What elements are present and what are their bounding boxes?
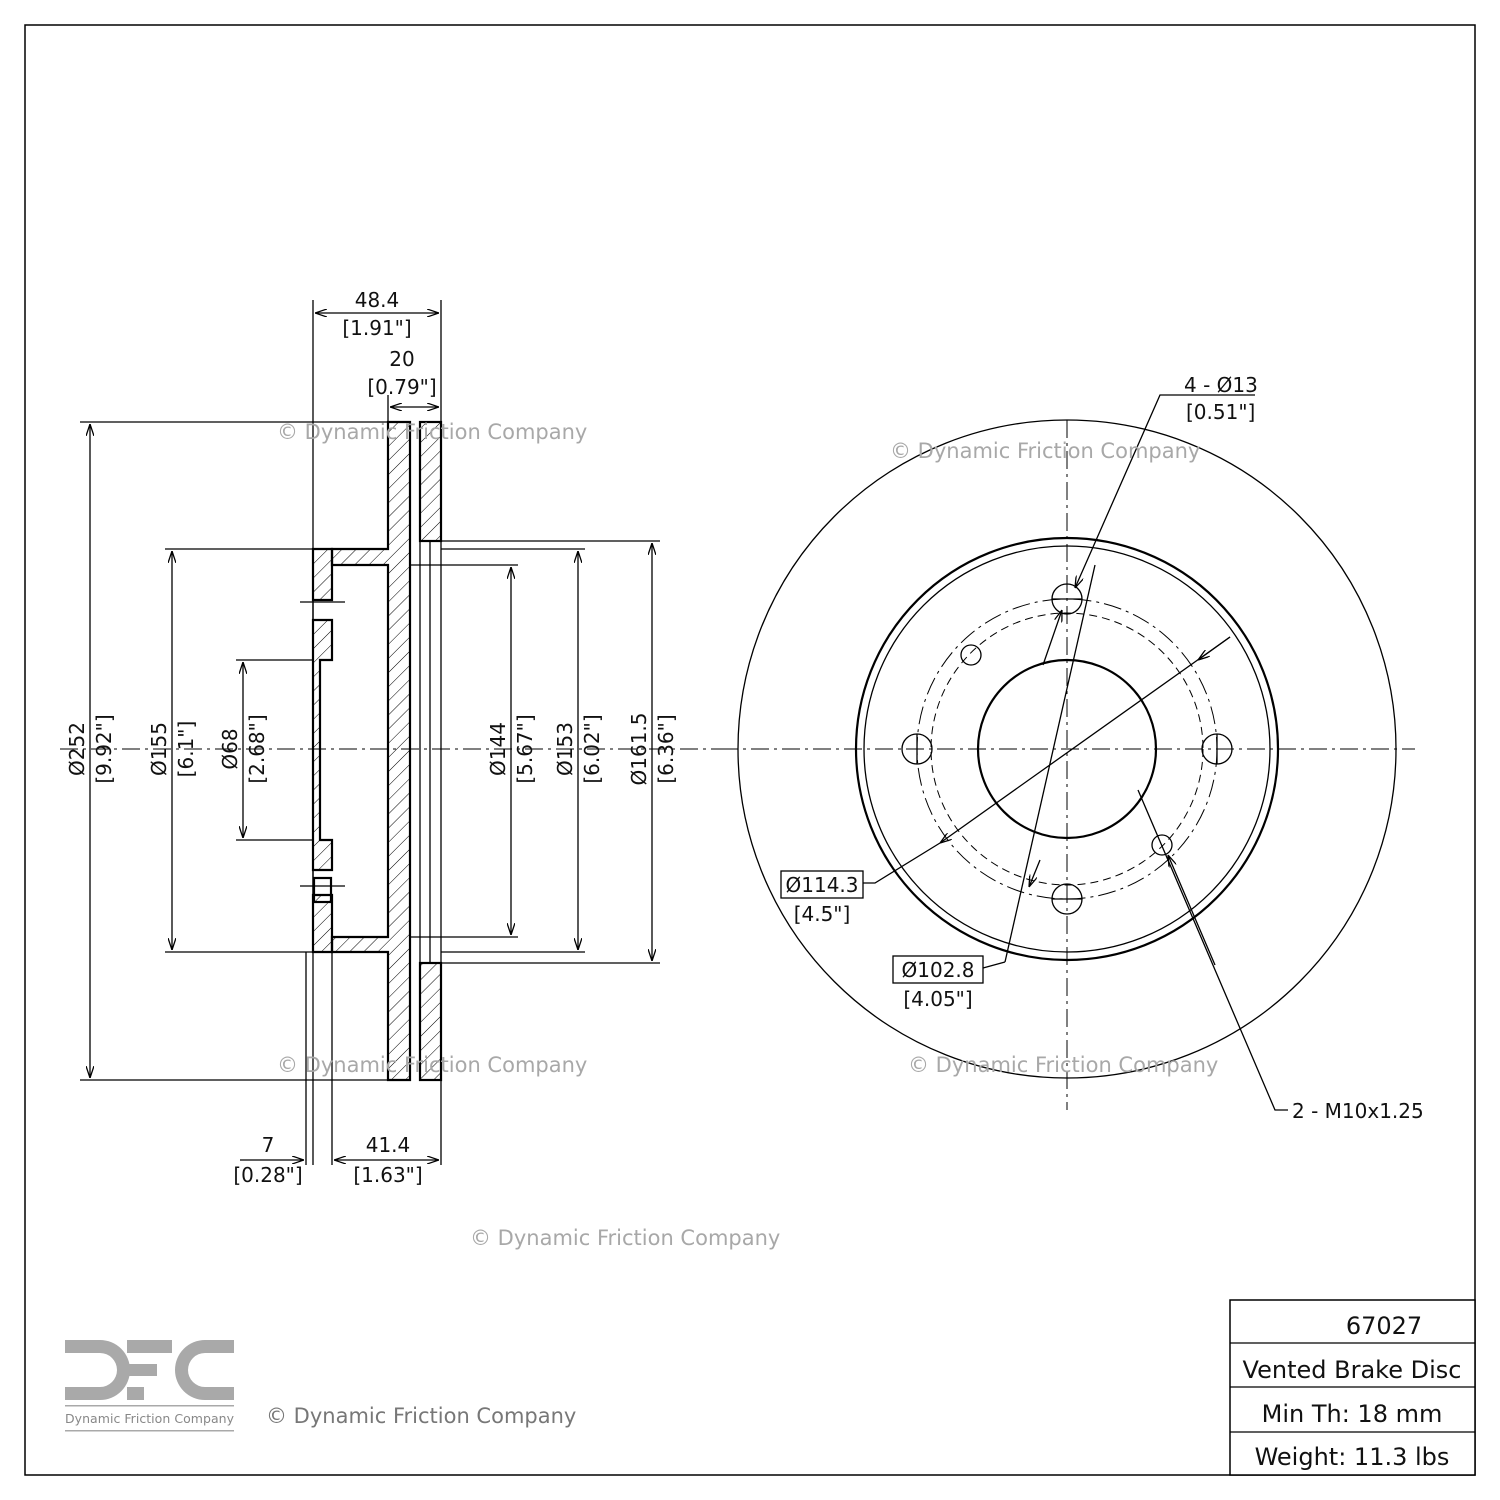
outer-diameter-in: [9.92"] <box>92 714 116 783</box>
bolt-holes-mm: 4 - Ø13 <box>1184 373 1258 397</box>
hat-thickness-in: [0.28"] <box>233 1163 302 1187</box>
bolt-holes-in: [0.51"] <box>1186 400 1255 424</box>
hat-diameter-in: [6.1"] <box>174 721 198 778</box>
watermarks: © Dynamic Friction Company © Dynamic Fri… <box>277 420 1218 1250</box>
bolt-circle-mm: Ø114.3 <box>786 873 859 897</box>
threaded-hole <box>960 644 982 666</box>
disc-thickness-in: [0.79"] <box>367 375 436 399</box>
overall-width-in: [1.91"] <box>342 316 411 340</box>
threaded-holes-label: 2 - M10x1.25 <box>1292 1099 1424 1123</box>
inner-diameter-2-in: [6.02"] <box>580 714 604 783</box>
inner-diameter-3-in: [6.36"] <box>654 714 678 783</box>
offset-in: [1.63"] <box>353 1163 422 1187</box>
threaded-hole <box>1151 834 1173 856</box>
bolt-circle-in: [4.5"] <box>794 902 851 926</box>
hat-thickness-mm: 7 <box>262 1133 275 1157</box>
dfc-logo: Dynamic Friction Company <box>65 1340 235 1432</box>
footer-copyright: © Dynamic Friction Company <box>266 1404 576 1428</box>
watermark: © Dynamic Friction Company <box>890 439 1200 463</box>
disc-thickness-mm: 20 <box>389 347 414 371</box>
part-description: Vented Brake Disc <box>1243 1356 1462 1384</box>
center-bore-in: [2.68"] <box>245 714 269 783</box>
hat-diameter-mm: Ø155 <box>147 722 171 776</box>
inner-diameter-1-mm: Ø144 <box>486 722 510 776</box>
small-circle-mm: Ø102.8 <box>902 958 975 982</box>
min-thickness: Min Th: 18 mm <box>1262 1400 1443 1428</box>
watermark: © Dynamic Friction Company <box>277 420 587 444</box>
inner-diameter-2-mm: Ø153 <box>553 722 577 776</box>
watermark: © Dynamic Friction Company <box>470 1226 780 1250</box>
inner-diameter-1-in: [5.67"] <box>513 714 537 783</box>
title-block: 67027 Vented Brake Disc Min Th: 18 mm We… <box>1229 1299 1476 1476</box>
weight: Weight: 11.3 lbs <box>1255 1443 1450 1471</box>
watermark: © Dynamic Friction Company <box>908 1053 1218 1077</box>
section-view: 48.4 [1.91"] 20 [0.79"] 7 [0.28"] 41.4 [… <box>60 288 720 1187</box>
logo-company-text: Dynamic Friction Company <box>65 1411 235 1426</box>
drawing-border <box>24 24 1476 1476</box>
center-bore-mm: Ø68 <box>218 728 242 769</box>
outer-diameter-mm: Ø252 <box>65 722 89 776</box>
bolt-holes <box>901 583 1233 915</box>
offset-mm: 41.4 <box>366 1133 411 1157</box>
part-number: 67027 <box>1346 1312 1422 1340</box>
overall-width-mm: 48.4 <box>355 288 400 312</box>
front-view: 4 - Ø13 [0.51"] Ø114.3 [4.5"] Ø102.8 [4.… <box>720 373 1424 1123</box>
watermark: © Dynamic Friction Company <box>277 1053 587 1077</box>
inner-diameter-3-mm: Ø161.5 <box>627 713 651 786</box>
small-circle-in: [4.05"] <box>903 987 972 1011</box>
